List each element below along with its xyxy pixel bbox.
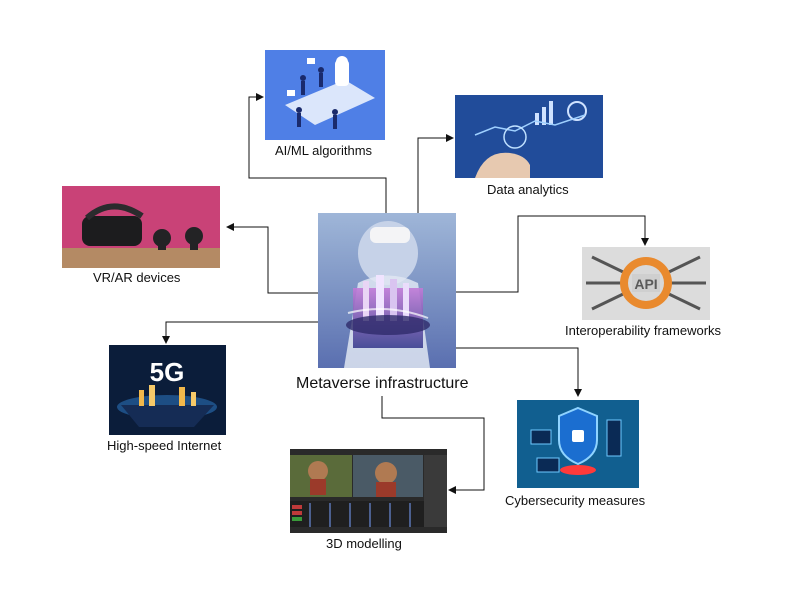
data-analytics-image xyxy=(455,95,603,178)
arrow-to-interoperability xyxy=(456,215,649,293)
vr-ar-label: VR/AR devices xyxy=(93,270,181,285)
metaverse-image xyxy=(318,213,456,368)
5g-badge-text: 5G xyxy=(150,357,185,387)
arrow-to-data-analytics xyxy=(417,134,454,213)
interoperability-image: API xyxy=(582,247,710,320)
interoperability-label: Interoperability frameworks xyxy=(565,323,722,338)
ai-ml-label: AI/ML algorithms xyxy=(275,143,373,158)
arrow-to-ai-ml xyxy=(248,93,387,213)
arrow-to-high-speed-internet xyxy=(162,321,318,344)
cybersecurity-image xyxy=(517,400,639,488)
arrow-to-3d-modelling xyxy=(381,396,485,494)
3d-modelling-image xyxy=(290,449,447,533)
data-analytics-label: Data analytics xyxy=(487,182,569,197)
arrow-to-vr-ar xyxy=(226,223,318,294)
3d-modelling-label: 3D modelling xyxy=(326,536,402,551)
vr-ar-image xyxy=(62,186,220,268)
ai-ml-image xyxy=(265,50,385,140)
cybersecurity-label: Cybersecurity measures xyxy=(505,493,646,508)
high-speed-internet-label: High-speed Internet xyxy=(107,438,222,453)
metaverse-label: Metaverse infrastructure xyxy=(296,375,469,392)
arrow-to-cybersecurity xyxy=(456,347,582,397)
api-badge-text: API xyxy=(634,276,657,292)
high-speed-internet-image: 5G xyxy=(109,345,226,435)
